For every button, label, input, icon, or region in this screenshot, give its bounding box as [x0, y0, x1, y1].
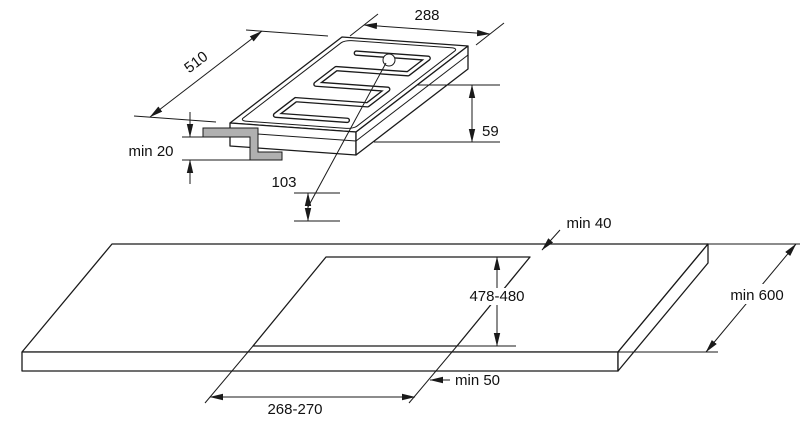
hob-right-face: [355, 45, 469, 156]
label-background: [459, 288, 536, 305]
dim-worktop-depth: min 600: [618, 243, 800, 353]
dim-hob-width: 288: [349, 7, 505, 46]
extension-line: [408, 345, 458, 404]
hob-grate-group: [240, 40, 459, 129]
worktop-cutout-view: [21, 243, 709, 372]
dim-burner-offset: 103: [271, 62, 387, 222]
dimension-line: [363, 22, 491, 37]
dim-cutout-depth-label: 478-480: [469, 288, 524, 305]
dim-hob-height: 59: [374, 84, 500, 143]
dim-hob-height-label: 59: [482, 123, 499, 140]
dim-hob-width-label: 288: [414, 7, 439, 24]
dim-worktop-depth-label: min 600: [730, 287, 783, 304]
extension-line: [245, 29, 329, 37]
dimension-line: [149, 30, 263, 118]
dim-hob-depth-label: 510: [181, 48, 211, 77]
dim-cutout-width-label: 268-270: [267, 401, 322, 418]
label-background: [712, 284, 800, 304]
leader-arrow: [541, 229, 561, 251]
pan-support-grate-highlight: [276, 53, 429, 120]
dim-cutout-depth: 478-480: [457, 256, 536, 347]
dim-rear-clearance-label: min 20: [128, 143, 173, 160]
hob-plate-lip-right: [355, 54, 469, 142]
dim-cutout-width: 268-270: [204, 345, 458, 418]
hob-inner-edge: [240, 40, 459, 129]
dim-rear-edge-clearance-label: min 40: [566, 215, 611, 232]
worktop-section-profile: [202, 127, 283, 161]
extension-line: [133, 115, 217, 123]
worktop-cutout: [252, 256, 531, 347]
worktop-front-face: [21, 351, 619, 372]
dim-front-edge-clearance-label: min 50: [455, 372, 500, 389]
extension-line: [204, 345, 254, 404]
dim-front-edge-clearance: min 50: [429, 372, 500, 389]
leader-line: [307, 62, 387, 208]
section-rear-clearance: min 20: [128, 112, 283, 184]
dim-burner-offset-label: 103: [271, 174, 296, 191]
hob-isometric-view: [229, 36, 469, 156]
dim-rear-edge-clearance: min 40: [541, 215, 612, 251]
